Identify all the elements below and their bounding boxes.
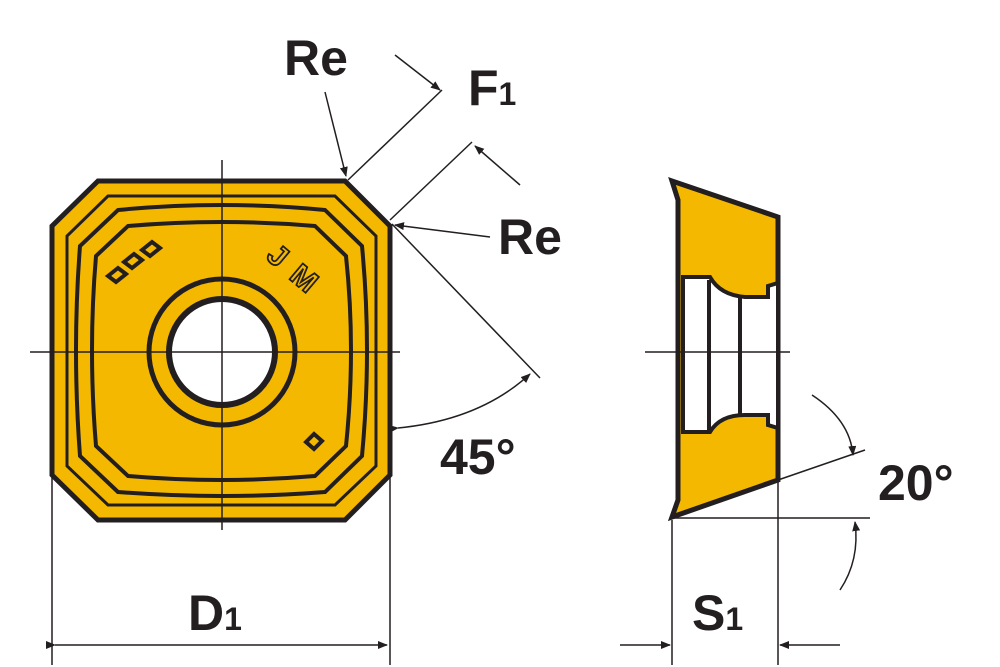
d1-label: D1 [188, 588, 242, 638]
insert-top-view: J M [30, 160, 400, 530]
s1-label: S1 [692, 588, 743, 638]
f1-main: F [468, 60, 499, 116]
re-top-label: Re [284, 30, 348, 86]
s1-sub: 1 [725, 601, 744, 637]
angle-45-label: 45° [440, 429, 516, 485]
dimension-lines [46, 54, 870, 665]
re-right-label: Re [498, 209, 562, 265]
d1-main: D [188, 585, 225, 641]
insert-side-view [645, 177, 790, 522]
d1-sub: 1 [224, 601, 242, 637]
angle-20-label: 20° [878, 455, 954, 511]
f1-sub: 1 [498, 76, 517, 112]
s1-main: S [692, 585, 726, 641]
f1-label: F1 [468, 63, 516, 113]
